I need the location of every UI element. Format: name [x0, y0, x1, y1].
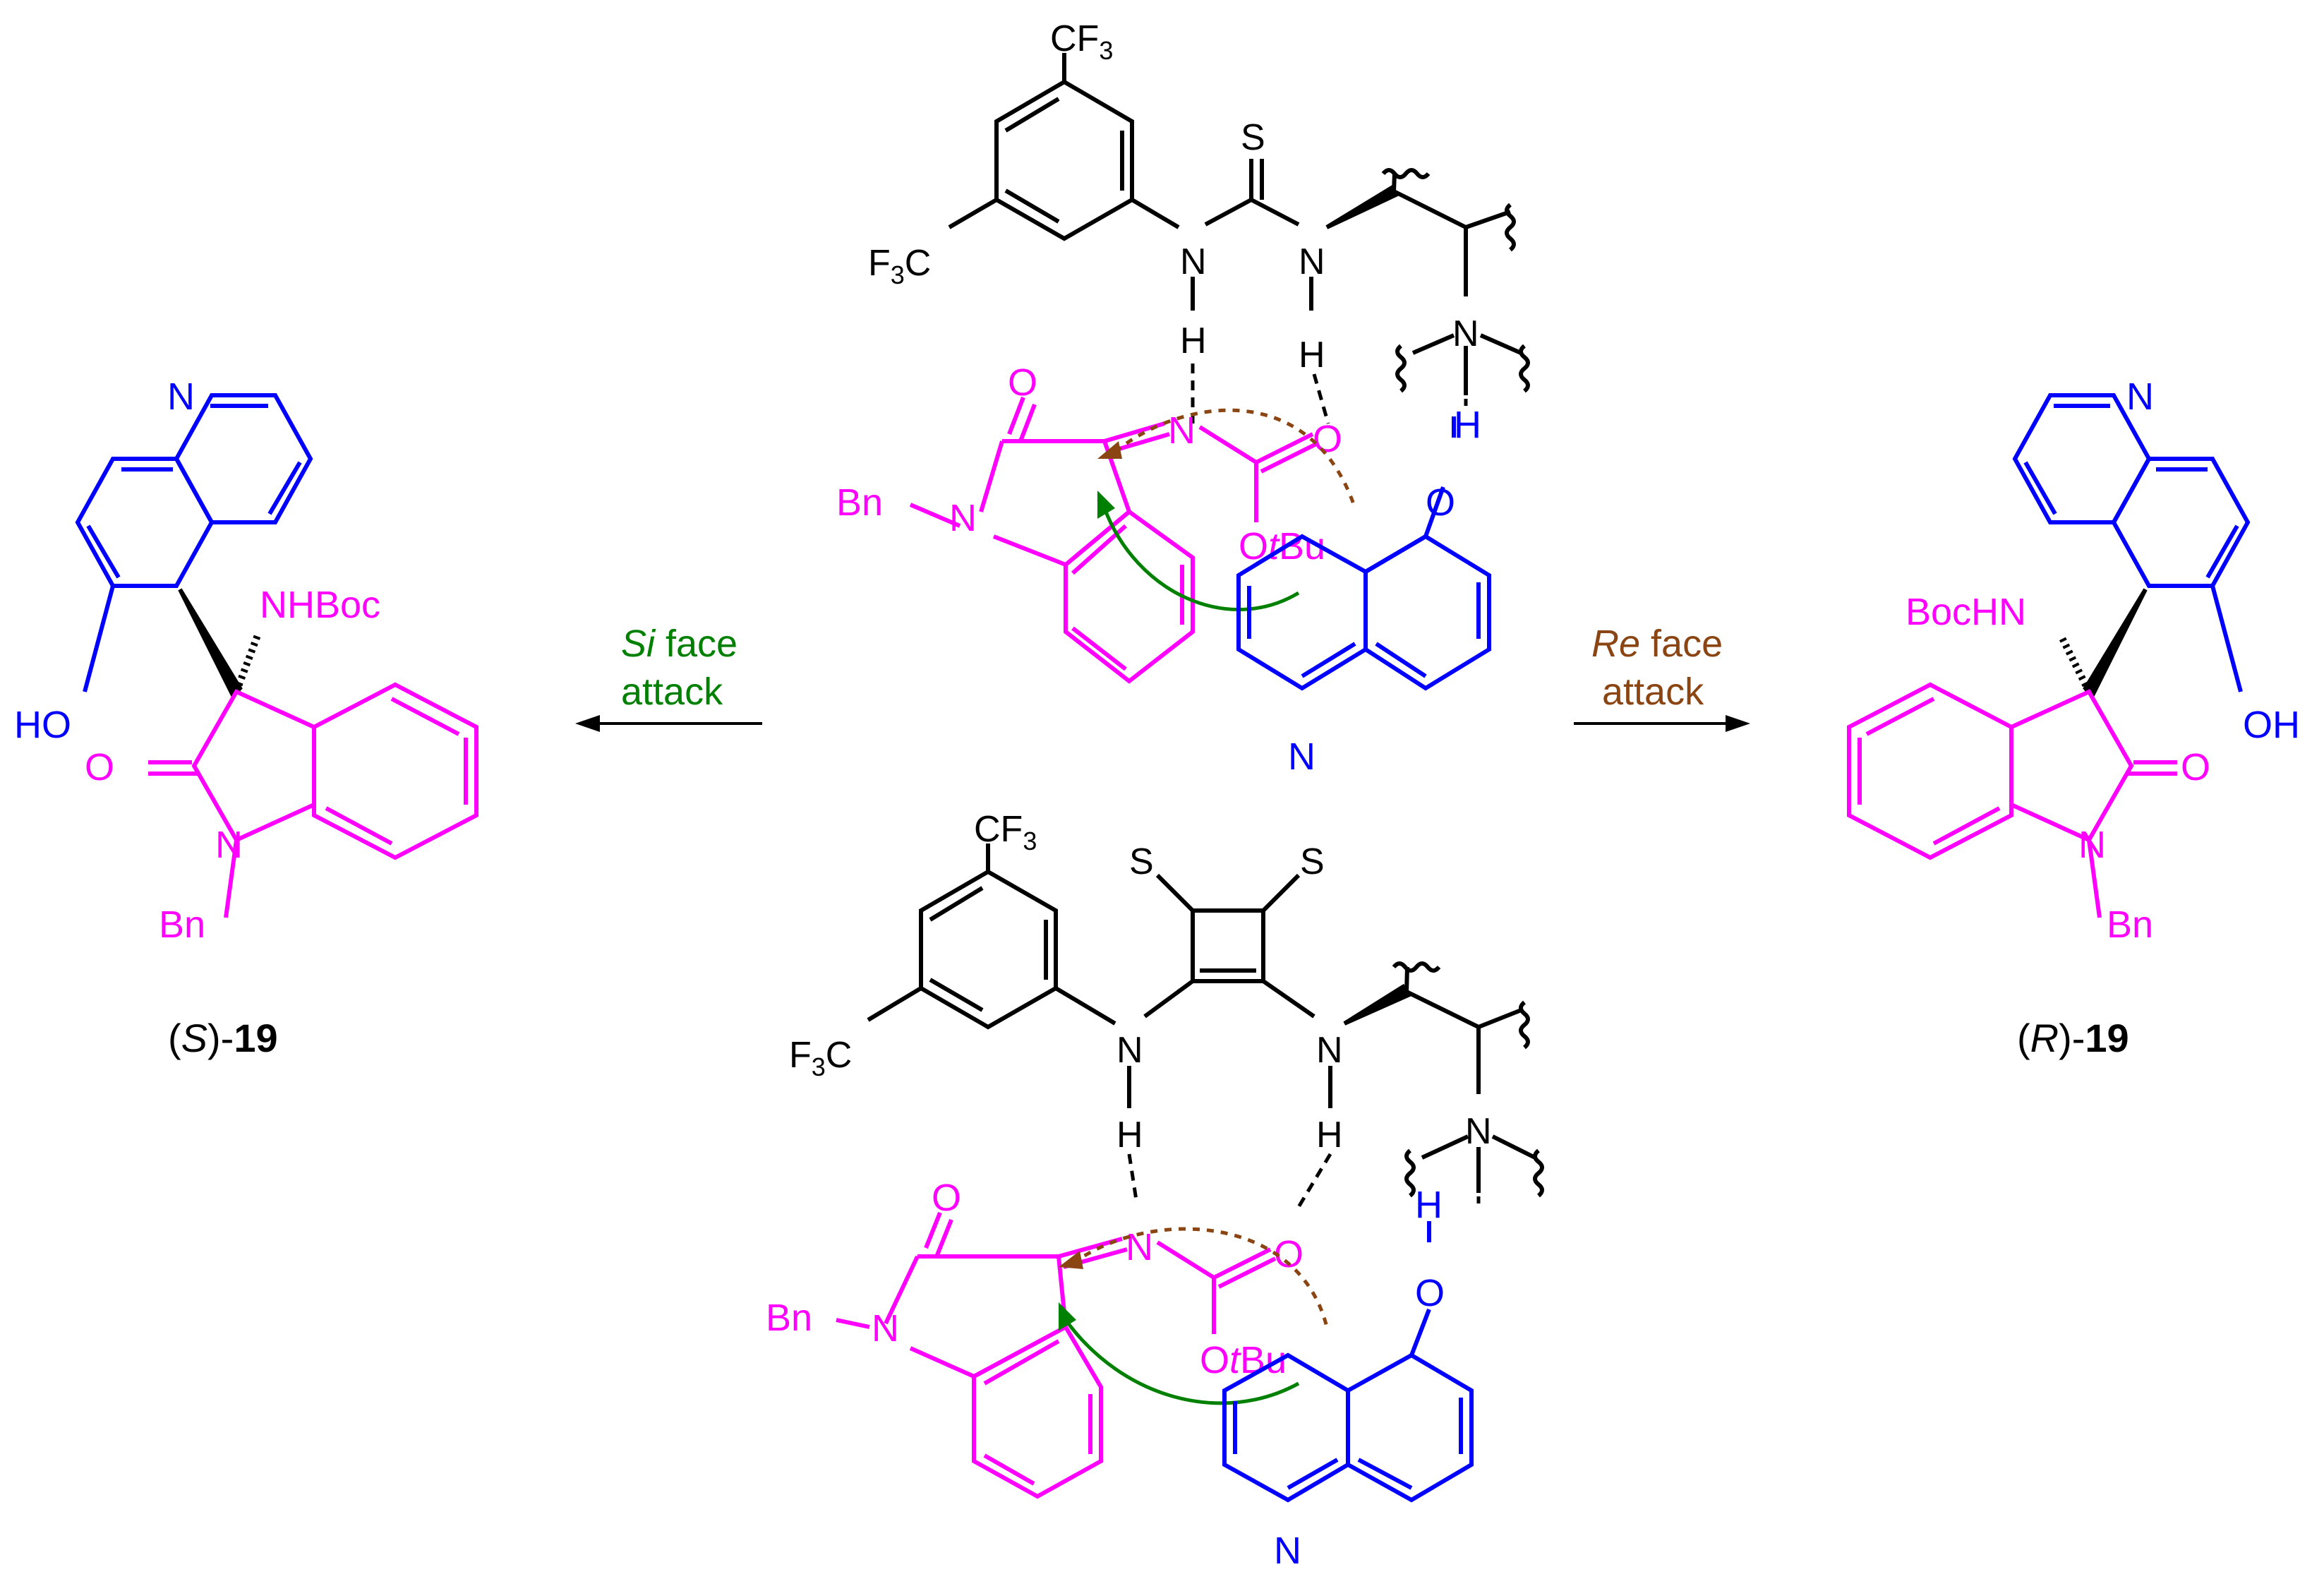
isatin-imine-top-labels: O Bn N N O OtBu	[836, 361, 1342, 568]
hydroxyquinoline-bottom-labels: H O N	[1274, 1184, 1445, 1572]
nhboc-s: NHBoc	[260, 584, 380, 626]
phenol-o-label-bottom: O	[1415, 1272, 1445, 1314]
caption-r: (R)-19	[2017, 1016, 2129, 1060]
otbu-label-bottom: OtBu	[1200, 1339, 1287, 1381]
thione-s-left: S	[1129, 841, 1154, 882]
product-r-labels: N BocHN OH O N Bn (R)-19	[1905, 376, 2300, 1060]
cf3-label: CF3	[1050, 18, 1113, 65]
carbamate-o-label: O	[1313, 418, 1342, 460]
squaramide-h-right: H	[1316, 1115, 1343, 1155]
bn-s: Bn	[159, 903, 205, 946]
thione-s-right: S	[1300, 841, 1325, 882]
squaramide-transition-state: CF3 F3C N N H H S S N	[766, 809, 1544, 1572]
si-attack-label: attack	[621, 671, 723, 713]
re-face-label: Re face	[1591, 623, 1723, 665]
hydroxyquinoline-top-labels: H O N	[1288, 404, 1481, 778]
f3c-label-bottom: F3C	[789, 1035, 852, 1081]
isatin-imine-bottom	[836, 1211, 1277, 1499]
oh-r: OH	[2243, 704, 2300, 746]
lactam-n-label: N	[949, 497, 977, 539]
bn-r: Bn	[2107, 903, 2153, 946]
thiourea-catalyst	[948, 53, 1530, 395]
lactam-n-s: N	[215, 824, 243, 866]
carbonyl-o-r: O	[2181, 746, 2210, 788]
hydrogen-bonds-bottom	[1127, 1153, 1481, 1208]
phenol-h-label-bottom: H	[1415, 1184, 1443, 1226]
nh-h-label-left: H	[1180, 320, 1207, 361]
lactam-n-r: N	[2078, 824, 2106, 866]
re-attack-label: attack	[1602, 671, 1704, 713]
nh-h-label-right: H	[1299, 335, 1325, 376]
si-face-label: Si face	[621, 623, 737, 665]
nh-n-label-left: N	[1180, 241, 1207, 282]
cf3-label-bottom: CF3	[974, 809, 1037, 855]
f3c-label: F3C	[868, 243, 931, 289]
isatin-imine-bottom-labels: O Bn N N O OtBu	[766, 1177, 1304, 1381]
face-attack-arrows-top	[1097, 408, 1357, 611]
squaramide-catalyst	[867, 843, 1544, 1198]
bn-label: Bn	[836, 481, 883, 524]
thiourea-s-label: S	[1241, 117, 1265, 158]
quinoline-n-r: N	[2126, 376, 2154, 418]
ho-s: HO	[14, 704, 71, 746]
squaramide-n-right: N	[1316, 1030, 1343, 1071]
amine-n-label: N	[1452, 313, 1479, 354]
nh-n-label-right: N	[1299, 241, 1325, 282]
carbonyl-o-label-bottom: O	[932, 1177, 961, 1219]
quinoline-n-label: N	[1288, 736, 1315, 778]
bn-label-bottom: Bn	[766, 1297, 812, 1339]
bochn-r: BocHN	[1905, 591, 2026, 633]
hydroxyquinoline-top	[1236, 416, 1491, 691]
product-s-labels: N NHBoc HO O N Bn (S)-19	[14, 376, 380, 1060]
amine-n-label-bottom: N	[1465, 1111, 1492, 1152]
carbonyl-o-s: O	[85, 746, 114, 788]
lactam-n-label-bottom: N	[872, 1307, 899, 1350]
quinoline-n-s: N	[167, 376, 195, 418]
si-face-arrow: Si face attack	[575, 623, 762, 732]
phenol-o-label: O	[1426, 481, 1455, 524]
carbonyl-o-label: O	[1008, 361, 1037, 404]
product-r-19: N BocHN OH O N Bn (R)-19	[1847, 376, 2300, 1060]
thiourea-transition-state: CF3 F3C N N H H S N	[836, 18, 1530, 778]
face-attack-arrows-bottom	[1059, 1227, 1329, 1405]
thiourea-catalyst-labels: CF3 F3C N N H H S N	[868, 18, 1479, 376]
squaramide-n-left: N	[1116, 1030, 1143, 1071]
squaramide-h-left: H	[1116, 1115, 1143, 1155]
phenol-h-label: H	[1454, 404, 1481, 446]
product-s-19: N NHBoc HO O N Bn (S)-19	[14, 376, 478, 1060]
hydroxyquinoline-bottom	[1222, 1221, 1474, 1503]
squaramide-catalyst-labels: CF3 F3C N N H H S S N	[789, 809, 1492, 1155]
hydrogen-bonds-top	[1191, 364, 1468, 424]
quinoline-n-label-bottom: N	[1274, 1530, 1301, 1572]
caption-s: (S)-19	[168, 1016, 278, 1060]
re-face-arrow: Re face attack	[1574, 623, 1750, 732]
